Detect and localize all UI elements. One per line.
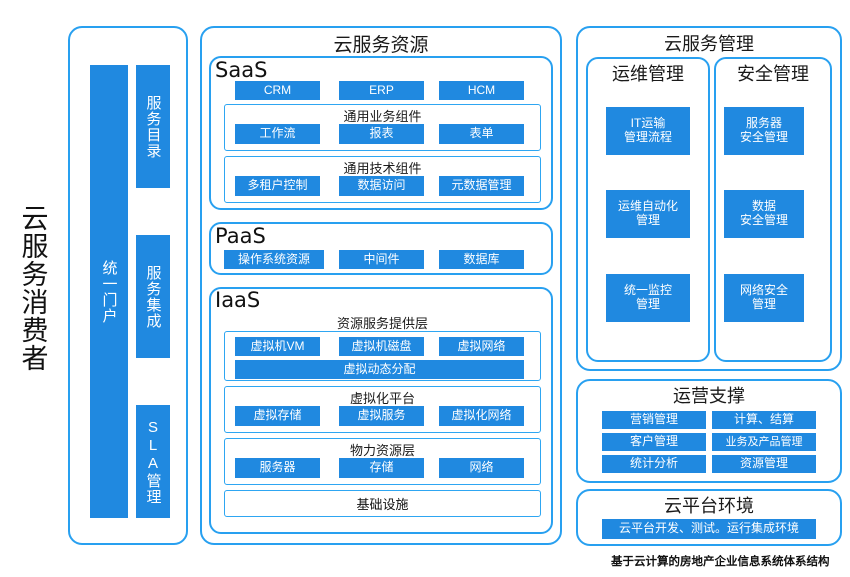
paas-middleware[interactable]: 中间件 — [339, 250, 424, 269]
ops-management-title: 运维管理 — [612, 64, 684, 84]
platform-environment-title: 云平台环境 — [664, 496, 754, 516]
consumer-panel — [68, 26, 188, 545]
platform-environment-item[interactable]: 云平台开发、测试。运行集成环境 — [602, 519, 816, 539]
resource-dynamic-allocation[interactable]: 虚拟动态分配 — [235, 360, 524, 379]
virtual-platform-title: 虚拟化平台 — [349, 391, 415, 406]
ops-support-analytics[interactable]: 统计分析 — [602, 455, 706, 473]
operation-support-title: 运营支撑 — [673, 386, 745, 406]
tech-components-title: 通用技术组件 — [343, 161, 422, 176]
saas-app-crm[interactable]: CRM — [235, 81, 320, 100]
security-management-title: 安全管理 — [737, 64, 809, 84]
ops-monitoring[interactable]: 统一监控 管理 — [606, 274, 690, 322]
physical-layer-title: 物力资源层 — [349, 443, 415, 458]
ops-support-billing[interactable]: 计算、结算 — [712, 411, 816, 429]
cloud-management-title: 云服务管理 — [664, 34, 754, 54]
infrastructure-label: 基础设施 — [356, 497, 409, 512]
physical-network[interactable]: 网络 — [439, 458, 524, 478]
service-integration-bar[interactable]: 服务集成 — [136, 235, 170, 358]
business-components-title: 通用业务组件 — [343, 109, 422, 124]
ops-automation[interactable]: 运维自动化 管理 — [606, 190, 690, 238]
ops-support-resource[interactable]: 资源管理 — [712, 455, 816, 473]
physical-storage[interactable]: 存储 — [339, 458, 424, 478]
ops-support-customer[interactable]: 客户管理 — [602, 433, 706, 451]
unified-portal-bar[interactable]: 统一门户 — [90, 65, 128, 518]
virtual-service[interactable]: 虚拟服务 — [339, 406, 424, 426]
diagram-caption: 基于云计算的房地产企业信息系统体系结构 — [611, 556, 830, 568]
resource-vnet[interactable]: 虚拟网络 — [439, 337, 524, 356]
saas-app-hcm[interactable]: HCM — [439, 81, 524, 100]
paas-title: PaaS — [215, 224, 266, 248]
infrastructure-box: 基础设施 — [224, 490, 541, 517]
physical-server[interactable]: 服务器 — [235, 458, 320, 478]
security-server[interactable]: 服务器 安全管理 — [724, 107, 804, 155]
paas-os-resource[interactable]: 操作系统资源 — [224, 250, 324, 269]
security-network[interactable]: 网络安全 管理 — [724, 274, 804, 322]
saas-title: SaaS — [215, 58, 268, 82]
saas-app-erp[interactable]: ERP — [339, 81, 424, 100]
resource-layer-title: 资源服务提供层 — [336, 316, 428, 331]
component-workflow[interactable]: 工作流 — [235, 124, 320, 144]
component-data-access[interactable]: 数据访问 — [339, 176, 424, 196]
resource-vm-disk[interactable]: 虚拟机磁盘 — [339, 337, 424, 356]
resource-vm[interactable]: 虚拟机VM — [235, 337, 320, 356]
service-catalog-bar[interactable]: 服务目录 — [136, 65, 170, 188]
virtual-network[interactable]: 虚拟化网络 — [439, 406, 524, 426]
ops-support-product[interactable]: 业务及产品管理 — [712, 433, 816, 451]
ops-it-process[interactable]: IT运输 管理流程 — [606, 107, 690, 155]
ops-support-marketing[interactable]: 营销管理 — [602, 411, 706, 429]
paas-database[interactable]: 数据库 — [439, 250, 524, 269]
component-report[interactable]: 报表 — [339, 124, 424, 144]
consumer-side-title: 云服务消费者 — [17, 203, 48, 372]
cloud-resources-title: 云服务资源 — [333, 35, 429, 56]
virtual-storage[interactable]: 虚拟存储 — [235, 406, 320, 426]
security-data[interactable]: 数据 安全管理 — [724, 190, 804, 238]
component-form[interactable]: 表单 — [439, 124, 524, 144]
component-multitenant[interactable]: 多租户控制 — [235, 176, 320, 196]
iaas-title: IaaS — [215, 288, 261, 312]
sla-management-bar[interactable]: SLA管理 — [136, 405, 170, 518]
component-metadata[interactable]: 元数据管理 — [439, 176, 524, 196]
